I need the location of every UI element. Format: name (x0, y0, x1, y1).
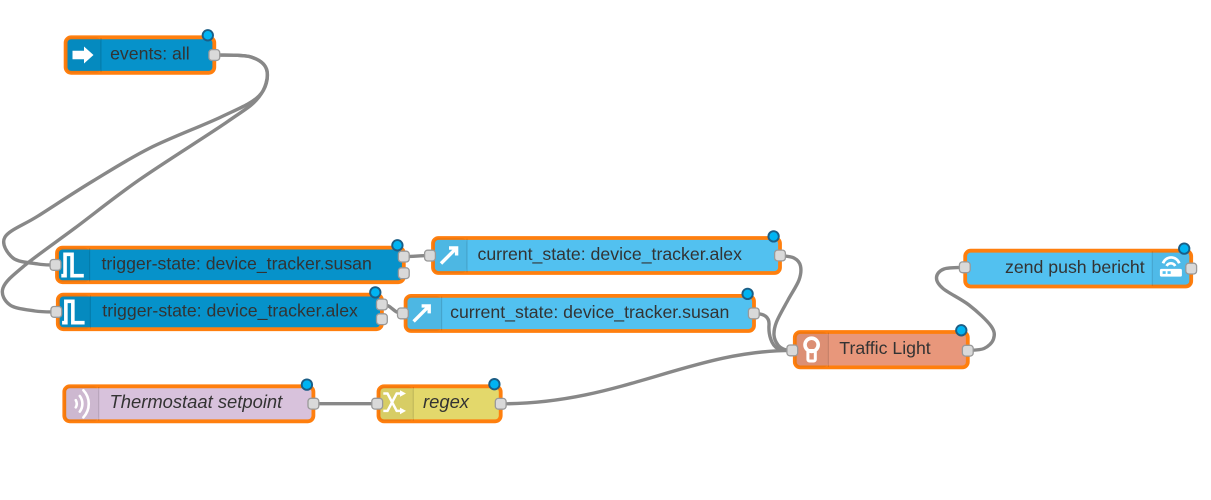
svg-text:regex: regex (423, 391, 470, 412)
svg-text:Traffic Light: Traffic Light (839, 338, 931, 358)
svg-text:trigger-state: device_tracker.: trigger-state: device_tracker.susan (102, 253, 372, 274)
svg-text:events: all: events: all (110, 43, 190, 63)
svg-text:current_state: device_tracker.: current_state: device_tracker.alex (478, 244, 743, 265)
svg-text:trigger-state: device_tracker.: trigger-state: device_tracker.alex (102, 300, 358, 321)
svg-text:current_state: device_tracker.: current_state: device_tracker.susan (450, 302, 729, 323)
svg-text:Thermostaat setpoint: Thermostaat setpoint (110, 391, 284, 412)
svg-text:zend push bericht: zend push bericht (1005, 257, 1145, 277)
